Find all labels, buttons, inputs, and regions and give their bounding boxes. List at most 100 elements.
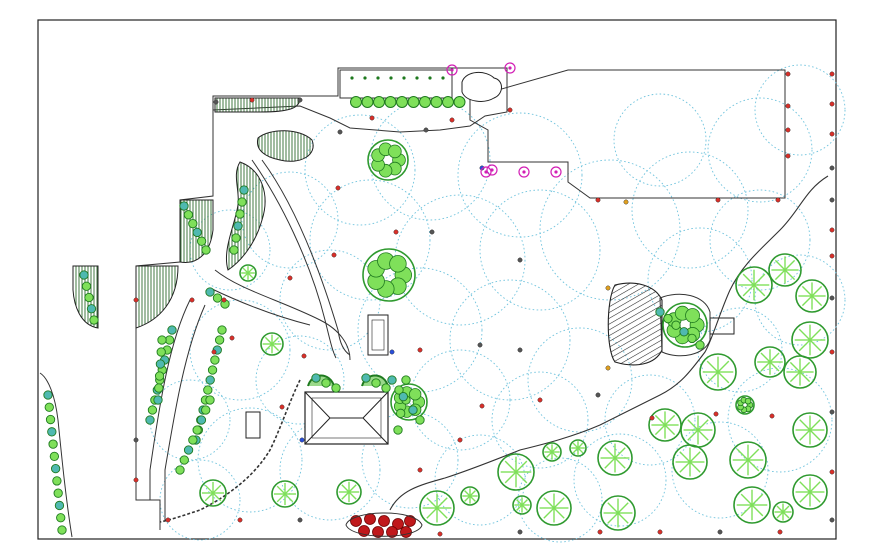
spray-coverage-circle [309, 179, 431, 301]
sprinkler-head-rotor [486, 164, 498, 176]
shrub [381, 383, 391, 393]
tree-canopy [735, 266, 773, 304]
tree-canopy [772, 501, 794, 523]
sprinkler-head [279, 404, 285, 410]
planter-dot [415, 76, 419, 80]
garden-path [261, 159, 351, 356]
tree-branch [521, 499, 528, 506]
spray-coverage-circle [255, 335, 345, 425]
tree-canopy [672, 444, 708, 480]
bench [245, 411, 261, 439]
sprinkler-head [287, 275, 293, 281]
shrub [233, 221, 243, 231]
shrub [44, 402, 54, 412]
tree-branch [553, 507, 565, 519]
shrub [45, 414, 56, 425]
shrub [415, 415, 425, 425]
shrub [167, 325, 177, 335]
shrub [147, 405, 158, 415]
sprinkler-heads [133, 62, 835, 537]
tree-branch [604, 457, 616, 469]
sprinkler-head-rotor-center [450, 68, 454, 72]
garden-path [209, 287, 311, 326]
tree-branch [572, 442, 579, 449]
tree-branch [689, 451, 701, 463]
sprinkler-head [595, 197, 601, 203]
shrub [205, 375, 215, 385]
red-shrub [372, 526, 384, 538]
spray-coverage-circle [369, 99, 491, 221]
tree-branch [809, 328, 822, 341]
sprinkler-head [605, 285, 611, 291]
spray-coverage-circle [449, 279, 571, 401]
shrub [89, 315, 99, 325]
tree [733, 486, 771, 524]
gazebo-structure [304, 391, 389, 445]
sprinkler-head [301, 353, 307, 359]
shrub [687, 333, 697, 344]
tree [367, 139, 409, 181]
sprinkler-head [437, 531, 443, 537]
shrub [57, 525, 67, 535]
sprinkler-head [537, 397, 543, 403]
tree-branch [753, 273, 766, 286]
tree-canopy [768, 253, 802, 287]
tree-canopy [239, 264, 257, 282]
shrub [154, 371, 165, 381]
sprinkler-head [785, 103, 791, 109]
tree-branch [264, 343, 273, 352]
tree [754, 346, 786, 378]
tree-branch [515, 471, 528, 484]
sprinkler-head [507, 107, 513, 113]
tree-branch [242, 272, 249, 279]
shrub [239, 185, 249, 195]
tree [792, 474, 828, 510]
tree-branch [271, 343, 280, 352]
tree-branch [577, 447, 584, 454]
shrub [192, 425, 202, 435]
tree-branch [515, 460, 528, 473]
sprinkler-head [213, 99, 219, 105]
planter-dot [363, 76, 367, 80]
tree-branch [811, 285, 823, 297]
tree-canopy [199, 479, 227, 507]
spray-coverage-circle [754, 64, 846, 156]
sprinkler-head-rotor [518, 166, 530, 178]
sprinkler-head [389, 349, 395, 355]
tree-branch [551, 446, 558, 453]
tree-branch [276, 493, 286, 503]
tree [672, 444, 708, 480]
hedge-shrub [453, 96, 466, 108]
shrub [81, 281, 92, 291]
sprinkler-head [829, 409, 835, 415]
red-shrub [392, 518, 404, 530]
shrub [695, 340, 705, 350]
tree-branch [348, 491, 357, 500]
tree-branch [521, 504, 528, 511]
tree-canopy [597, 440, 633, 476]
shrub [361, 373, 371, 383]
tree-canopy [536, 490, 572, 526]
planter-dot [389, 76, 393, 80]
tree-branch [687, 429, 699, 441]
spray-coverage-circle [709, 189, 811, 291]
tree [597, 440, 633, 476]
tree-branch [348, 484, 357, 493]
sprinkler-head [133, 437, 139, 443]
spray-coverage-circle [189, 299, 291, 401]
shrub-beds [43, 185, 705, 535]
tree-branch [617, 512, 629, 524]
property-edge-lower [135, 480, 161, 530]
sprinkler-head [449, 117, 455, 123]
tree-branch [799, 429, 811, 441]
spray-coverage-circle [457, 112, 583, 238]
shrub-cluster [744, 397, 752, 405]
tree-branch [204, 492, 214, 502]
sprinkler-head [369, 115, 375, 121]
tree-canopy [735, 395, 755, 415]
tree-branch [242, 267, 249, 274]
spray-coverage-circle [604, 374, 696, 466]
tree-branch [543, 497, 555, 509]
tree-branch [664, 414, 676, 426]
